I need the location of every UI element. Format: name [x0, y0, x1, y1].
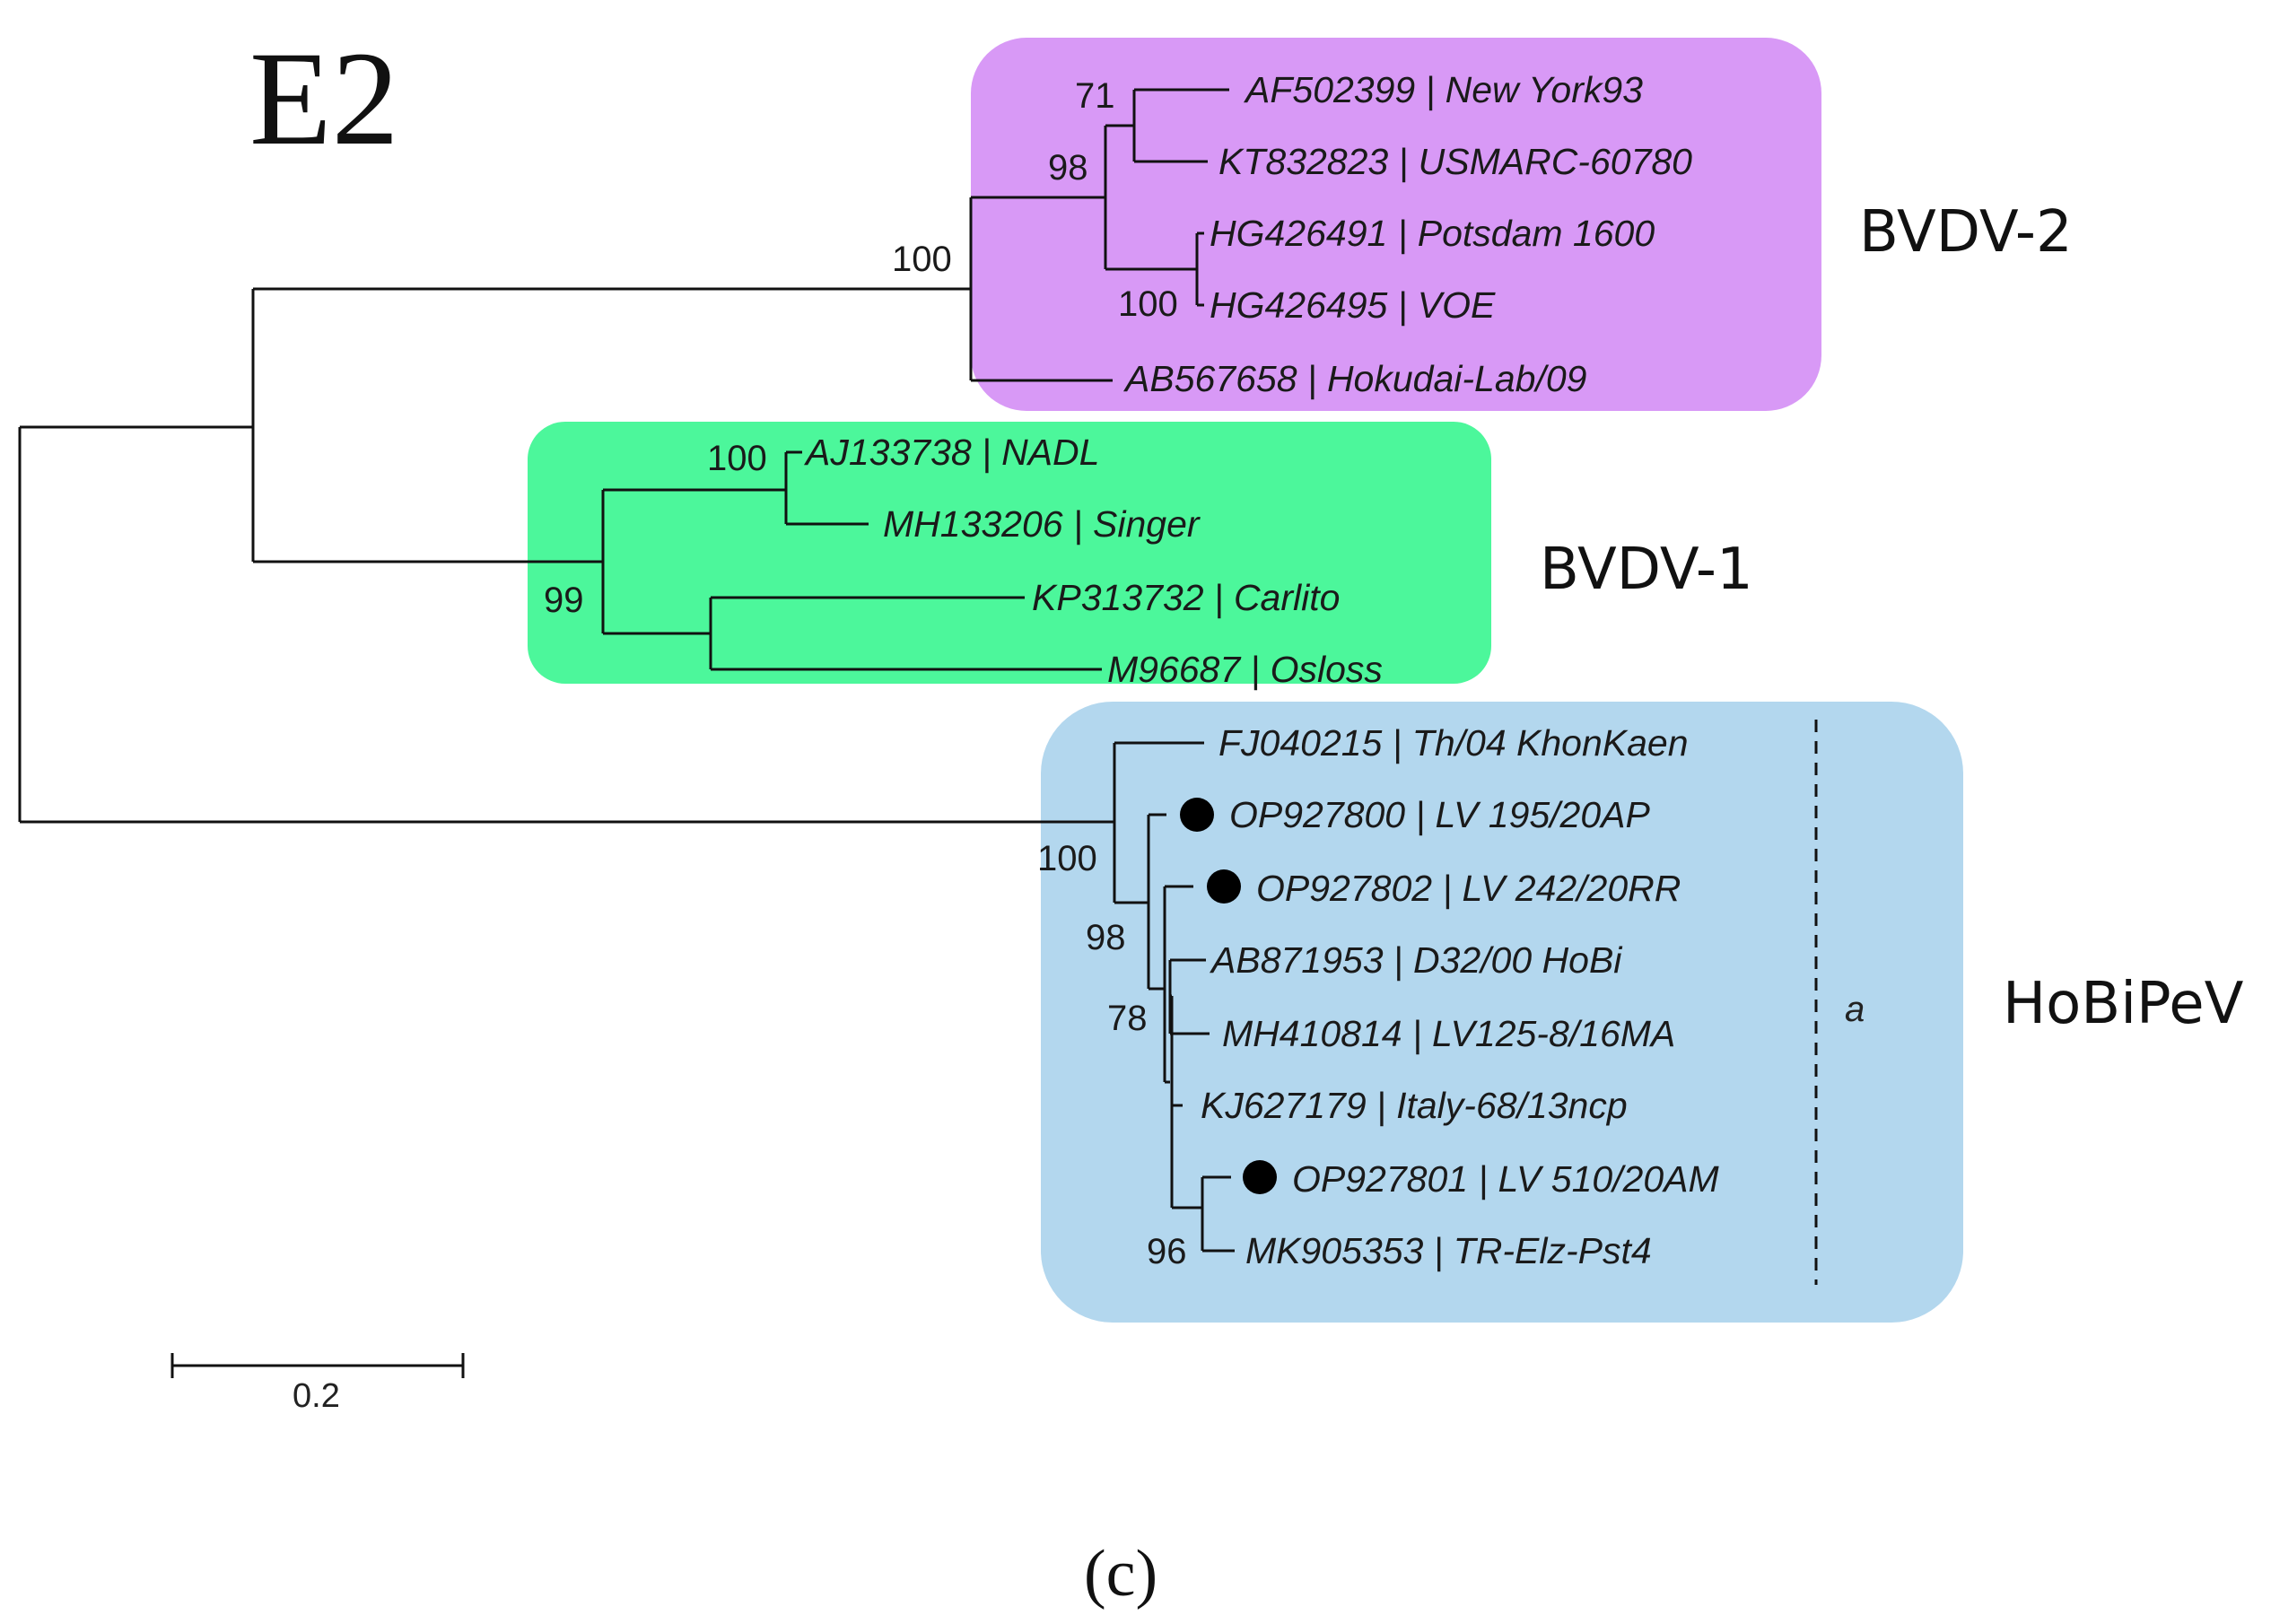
leaf-label: FJ040215 | Th/04 KhonKaen [1218, 722, 1689, 764]
bootstrap-value: 100 [1118, 284, 1178, 324]
leaf-label: KT832823 | USMARC-60780 [1218, 141, 1692, 182]
leaf-label: OP927802 | LV 242/20RR [1256, 868, 1681, 909]
panel-label: (c) [1084, 1537, 1157, 1611]
clade-label-hobipev: HoBiPeV [2003, 971, 2244, 1037]
leaf-label: MK905353 | TR-Elz-Pst4 [1245, 1230, 1652, 1271]
new-sequence-marker-icon [1207, 869, 1241, 904]
leaf-label: AB567658 | Hokudai-Lab/09 [1122, 358, 1586, 399]
bootstrap-value: 99 [544, 581, 584, 620]
bootstrap-value: 100 [892, 240, 952, 279]
leaf-label: AB871953 | D32/00 HoBi [1209, 939, 1623, 981]
leaf-label: MH133206 | Singer [883, 503, 1201, 545]
leaf-label: MH410814 | LV125-8/16MA [1222, 1013, 1675, 1054]
tree-branches [18, 88, 1235, 1253]
leaf-label: HG426495 | VOE [1210, 284, 1496, 326]
clade-box-bvdv2 [971, 38, 1821, 411]
new-sequence-markers [1180, 798, 1277, 1194]
leaf-label: OP927800 | LV 195/20AP [1229, 794, 1651, 835]
bootstrap-value: 100 [1037, 839, 1097, 878]
leaf-label: AJ133738 | NADL [803, 432, 1099, 473]
leaf-label: KJ627179 | Italy-68/13ncp [1201, 1085, 1628, 1126]
leaf-label: KP313732 | Carlito [1032, 577, 1340, 618]
leaf-label: HG426491 | Potsdam 1600 [1210, 213, 1655, 254]
leaf-label: OP927801 | LV 510/20AM [1292, 1158, 1720, 1200]
new-sequence-marker-icon [1243, 1160, 1277, 1194]
bootstrap-value: 100 [707, 439, 767, 478]
leaf-labels: AF502399 | New York93 KT832823 | USMARC-… [803, 69, 1720, 1271]
bootstrap-value: 78 [1107, 999, 1148, 1038]
bootstrap-values: 71 98 100 100 100 99 100 98 78 96 [544, 76, 1187, 1271]
scale-bar-label: 0.2 [293, 1377, 340, 1415]
new-sequence-marker-icon [1180, 798, 1214, 832]
leaf-label: AF502399 | New York93 [1243, 69, 1643, 110]
clade-label-bvdv2: BVDV-2 [1859, 199, 2073, 266]
clade-box-bvdv1 [528, 422, 1491, 684]
leaf-label: M96687 | Osloss [1107, 649, 1383, 690]
bootstrap-value: 71 [1075, 76, 1115, 116]
subgroup-label: a [1845, 990, 1865, 1029]
bootstrap-value: 98 [1048, 148, 1088, 188]
scale-bar: 0.2 [170, 1353, 465, 1415]
clade-label-bvdv1: BVDV-1 [1540, 537, 1753, 603]
figure-title: E2 [249, 24, 399, 173]
bootstrap-value: 98 [1086, 918, 1126, 957]
bootstrap-value: 96 [1147, 1232, 1187, 1271]
